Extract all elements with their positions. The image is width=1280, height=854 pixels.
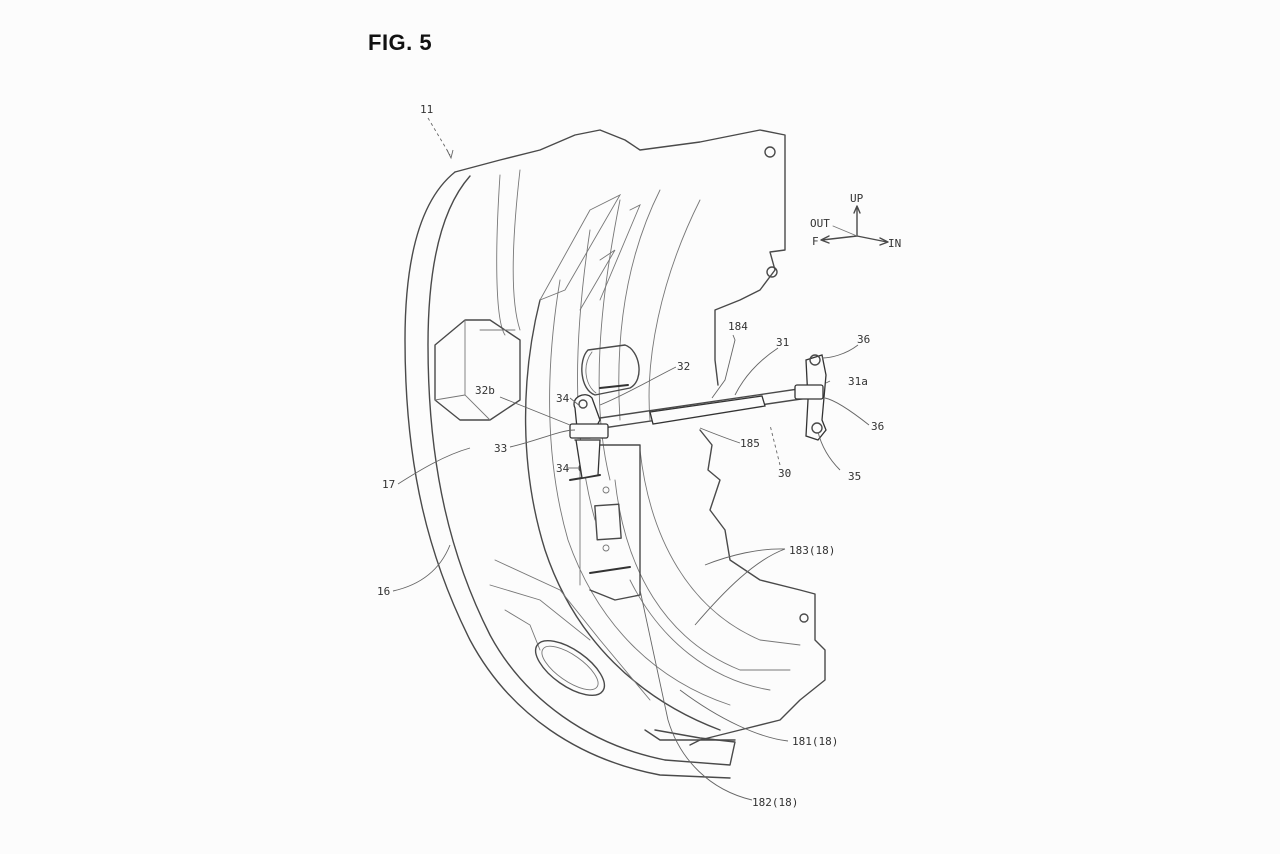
label-34-lower: 34 [556, 462, 570, 475]
label-33: 33 [494, 442, 507, 455]
label-184: 184 [728, 320, 748, 333]
label-185: 185 [740, 437, 760, 450]
label-183: 183(18) [789, 544, 835, 557]
figure-title: FIG. 5 [368, 30, 433, 55]
label-17: 17 [382, 478, 395, 491]
direction-indicator: UP OUT F IN [810, 192, 901, 250]
dir-in-label: IN [888, 237, 901, 250]
label-181: 181(18) [792, 735, 838, 748]
label-36-lower: 36 [871, 420, 884, 433]
label-35: 35 [848, 470, 861, 483]
reference-labels: 11 17 16 32b 33 34 34 32 184 31 36 31a 3… [377, 103, 884, 809]
label-30: 30 [778, 467, 791, 480]
wheel-house-body [404, 129, 826, 779]
label-36-upper: 36 [857, 333, 870, 346]
dir-f-label: F [812, 235, 819, 248]
label-31: 31 [776, 336, 789, 349]
label-34-upper: 34 [556, 392, 570, 405]
label-11: 11 [420, 103, 433, 116]
label-182: 182(18) [752, 796, 798, 809]
leader-lines [392, 117, 870, 801]
label-16: 16 [377, 585, 390, 598]
dir-out-label: OUT [810, 217, 830, 230]
label-31a: 31a [848, 375, 868, 388]
dir-up-label: UP [850, 192, 864, 205]
label-32: 32 [677, 360, 690, 373]
label-32b: 32b [475, 384, 495, 397]
strut-assembly [569, 354, 827, 479]
